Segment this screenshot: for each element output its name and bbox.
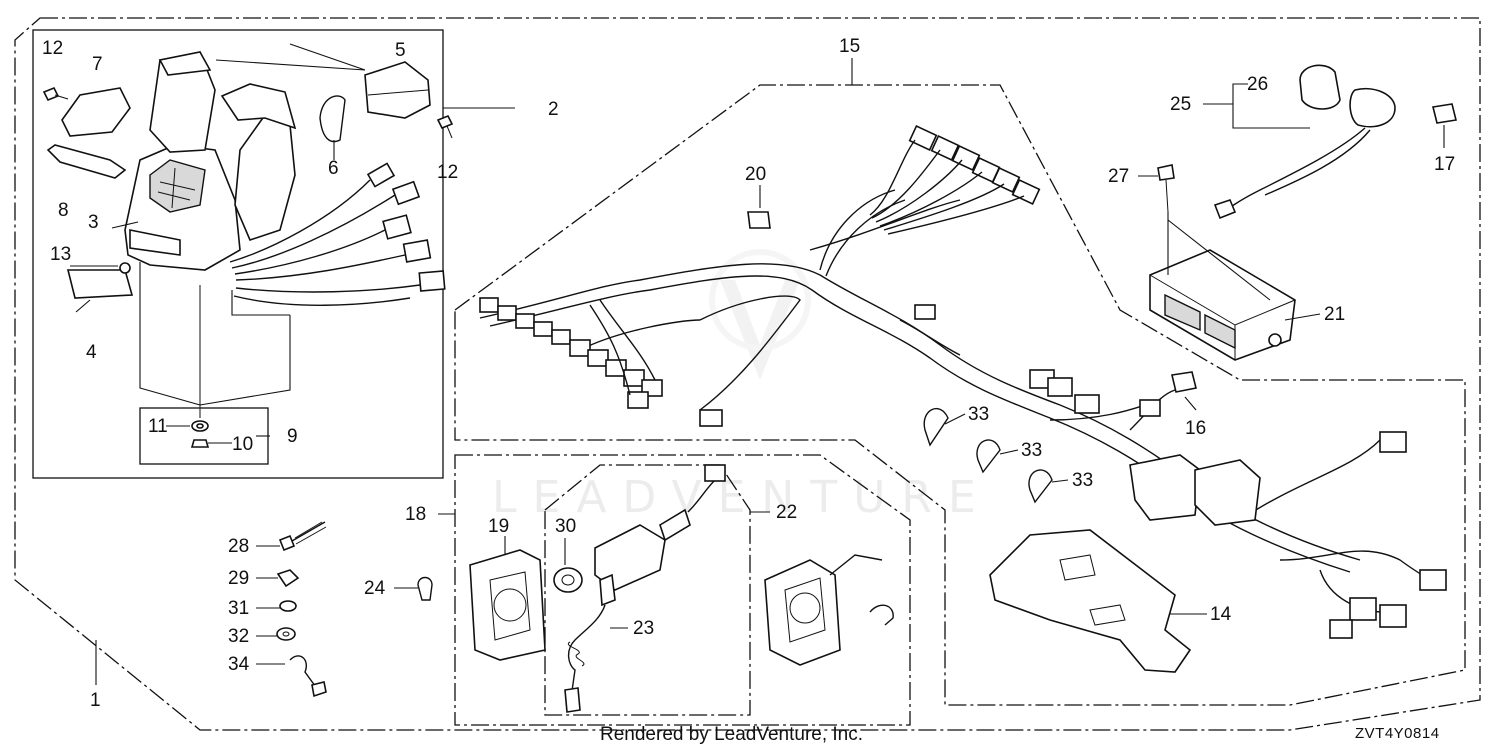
assembly-frame xyxy=(14,17,1481,731)
callout-18: 18 xyxy=(405,504,426,525)
callout-33-c: 33 xyxy=(1072,470,1093,491)
trim-cover-icon xyxy=(66,269,134,299)
callout-14: 14 xyxy=(1210,604,1232,625)
connector-plug-icon xyxy=(1171,371,1197,393)
switch-panel-icon xyxy=(469,549,546,661)
control-unit-icon xyxy=(1149,249,1296,361)
cover-icon xyxy=(61,87,131,137)
switch-panel-frame xyxy=(454,454,911,726)
harness-bands xyxy=(923,407,1053,504)
callout-8: 8 xyxy=(58,200,69,221)
lanyard-icon xyxy=(564,604,606,713)
callout-22: 22 xyxy=(776,502,797,523)
callout-5: 5 xyxy=(395,40,406,61)
callout-32: 32 xyxy=(228,626,249,647)
callout-30: 30 xyxy=(555,516,576,537)
leaders-control-box xyxy=(70,43,515,444)
clip-icon-small xyxy=(417,576,433,601)
control-box-wires xyxy=(229,162,446,306)
callout-10: 10 xyxy=(232,434,253,455)
callout-21: 21 xyxy=(1324,304,1345,325)
bolt-icon xyxy=(1157,164,1175,213)
watermark-text: LEADVENTURE xyxy=(492,472,992,523)
connector-cap-icon xyxy=(747,211,771,229)
control-box-frame xyxy=(32,29,444,479)
watermark: LEADVENTURE xyxy=(492,249,992,523)
callout-29: 29 xyxy=(228,568,249,589)
harness-frame xyxy=(454,84,1466,706)
callout-23: 23 xyxy=(633,618,654,639)
clip-icon xyxy=(319,95,346,143)
watermark-logo xyxy=(709,249,811,380)
washer-nut-icons xyxy=(190,285,210,448)
callout-19: 19 xyxy=(488,516,509,537)
callout-31: 31 xyxy=(228,598,249,619)
callout-15: 15 xyxy=(839,36,860,57)
leaders-hardware xyxy=(256,545,285,665)
callout-16: 16 xyxy=(1185,418,1206,439)
diagram-code: ZVT4Y0814 xyxy=(1355,725,1440,742)
callout-7: 7 xyxy=(92,54,103,75)
callout-33-b: 33 xyxy=(1021,440,1042,461)
callout-26: 26 xyxy=(1247,74,1268,95)
bracket-icon xyxy=(46,144,127,179)
leaders-switch-panel xyxy=(95,511,770,685)
callout-24: 24 xyxy=(364,578,386,599)
key-switch-icon xyxy=(553,464,726,607)
screw-icons xyxy=(42,86,454,274)
panel-cover-icon xyxy=(764,554,894,666)
remote-control-box-icon xyxy=(124,51,297,271)
callout-12-left: 12 xyxy=(42,38,63,59)
callout-25: 25 xyxy=(1170,94,1191,115)
callout-labels: 1 2 3 4 5 6 7 8 9 10 11 12 12 13 14 15 1… xyxy=(42,36,1455,711)
callout-9: 9 xyxy=(287,426,298,447)
callout-33-a: 33 xyxy=(968,404,989,425)
callout-28: 28 xyxy=(228,536,249,557)
leaders-harness xyxy=(759,58,1445,615)
lever-grip-icon xyxy=(364,61,431,119)
callout-11: 11 xyxy=(148,416,168,437)
callout-1: 1 xyxy=(90,690,101,711)
callout-4: 4 xyxy=(86,342,97,363)
callout-3: 3 xyxy=(88,212,99,233)
callout-6: 6 xyxy=(328,158,339,179)
sensor-icon xyxy=(1213,64,1396,220)
harness-connectors xyxy=(479,125,1447,639)
hardware-icons xyxy=(276,521,327,698)
small-connector-icon xyxy=(1432,103,1457,124)
callout-20: 20 xyxy=(745,164,766,185)
bracket-plate-icon xyxy=(989,529,1192,673)
callout-13: 13 xyxy=(50,244,71,265)
callout-12-right: 12 xyxy=(437,162,458,183)
callout-34: 34 xyxy=(228,654,250,675)
callout-2: 2 xyxy=(548,99,559,120)
footer-credit: Rendered by LeadVenture, Inc. xyxy=(600,724,863,745)
key-switch-frame xyxy=(544,464,751,716)
callout-27: 27 xyxy=(1108,166,1129,187)
callout-17: 17 xyxy=(1434,154,1455,175)
